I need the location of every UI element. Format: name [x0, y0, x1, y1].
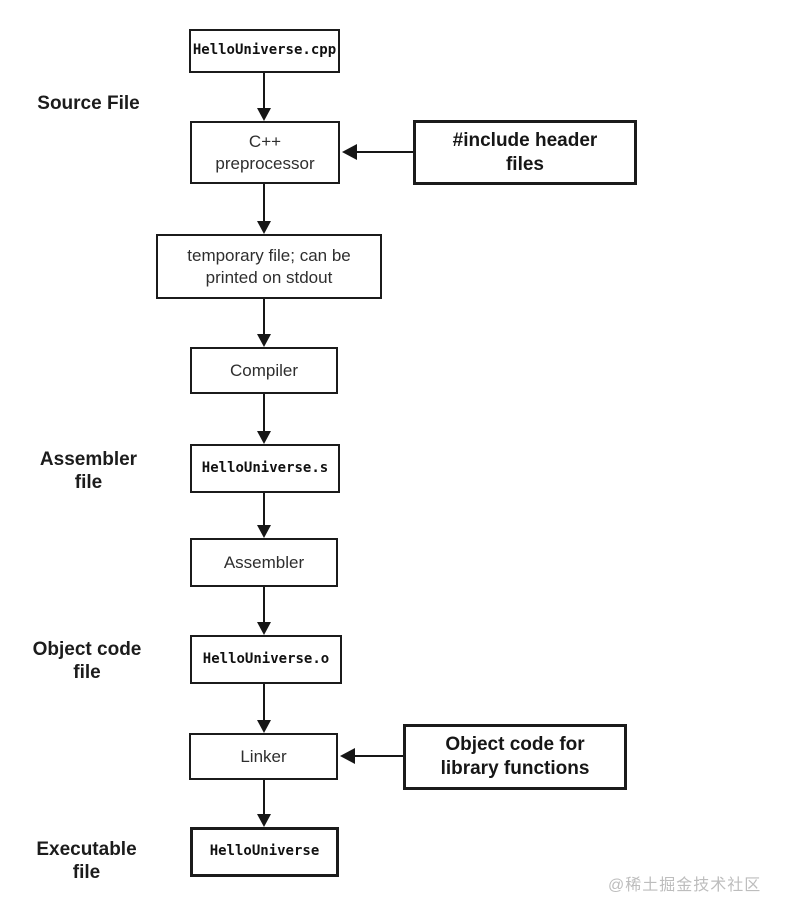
node-hellouniverse-cpp: HelloUniverse.cpp — [189, 29, 340, 73]
arrow-library-to-linker-icon — [355, 755, 403, 757]
node-assembler: Assembler — [190, 538, 338, 587]
arrow-preprocessor-to-temp-icon — [263, 184, 265, 221]
side-label-assembler-file: Assembler file — [39, 449, 138, 493]
node-hellouniverse-s: HelloUniverse.s — [190, 444, 340, 493]
node-hellouniverse-o: HelloUniverse.o — [190, 635, 342, 684]
watermark-text: @稀土掘金技术社区 — [608, 877, 762, 894]
node-temporary-file: temporary file; can be printed on stdout — [156, 234, 382, 299]
arrow-linker-to-exe-icon — [263, 780, 265, 814]
arrow-assembler-to-objfile-icon — [263, 587, 265, 622]
arrow-include-to-preprocessor-icon — [357, 151, 413, 153]
arrow-compiler-to-asmfile-icon — [263, 394, 265, 431]
node-compiler: Compiler — [190, 347, 338, 394]
node-linker: Linker — [189, 733, 338, 780]
arrow-objfile-to-linker-icon — [263, 684, 265, 720]
arrow-cpp-to-preprocessor-icon — [263, 73, 265, 108]
node-include-header-files: #include header files — [413, 120, 637, 185]
node-cpp-preprocessor: C++ preprocessor — [190, 121, 340, 184]
side-label-source-file: Source File — [37, 93, 140, 114]
node-object-code-library: Object code for library functions — [403, 724, 627, 790]
side-label-object-code-file: Object code file — [32, 639, 142, 683]
side-label-executable-file: Executable file — [36, 839, 137, 883]
arrow-temp-to-compiler-icon — [263, 299, 265, 334]
node-hellouniverse-exe: HelloUniverse — [190, 827, 339, 877]
arrow-asmfile-to-assembler-icon — [263, 493, 265, 525]
